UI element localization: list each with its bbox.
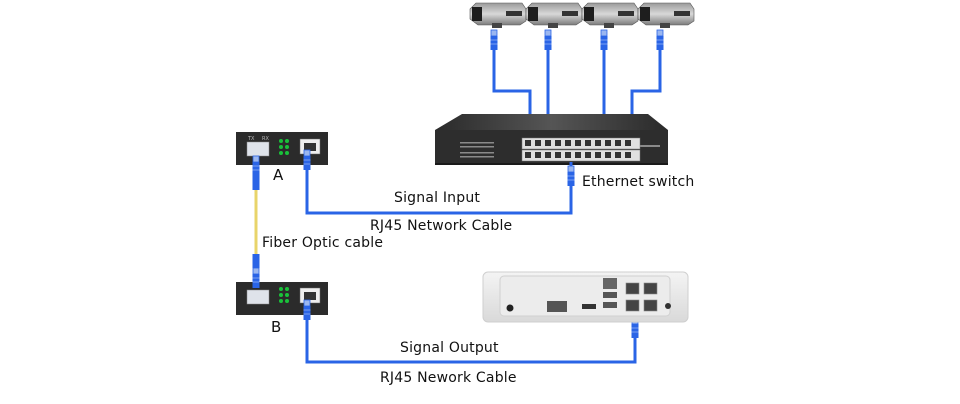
camera-1	[469, 2, 527, 51]
camera-3	[581, 2, 639, 51]
media-converter-b	[236, 282, 328, 315]
converter-a-label: A	[273, 166, 284, 184]
media-converter-a: TX RX	[236, 132, 328, 165]
camera-2	[525, 2, 583, 51]
rj45-cable-input	[305, 162, 573, 215]
svg-text:RX: RX	[262, 136, 269, 142]
svg-text:TX: TX	[247, 136, 255, 142]
ethernet-switch-label: Ethernet switch	[582, 174, 695, 190]
rj45-cable-bottom-label: RJ45 Nework Cable	[380, 370, 517, 386]
converter-b-label: B	[271, 318, 282, 336]
signal-input-label: Signal Input	[394, 190, 481, 206]
camera-4	[637, 2, 695, 51]
nvr-recorder-icon	[482, 271, 689, 323]
rj45-cable-output	[305, 318, 637, 364]
ethernet-switch-icon	[435, 114, 668, 165]
fiber-optic-cable	[252, 176, 260, 268]
signal-output-label: Signal Output	[400, 340, 499, 356]
rj45-cable-top-label: RJ45 Network Cable	[370, 218, 513, 234]
fiber-optic-label: Fiber Optic cable	[262, 235, 384, 251]
